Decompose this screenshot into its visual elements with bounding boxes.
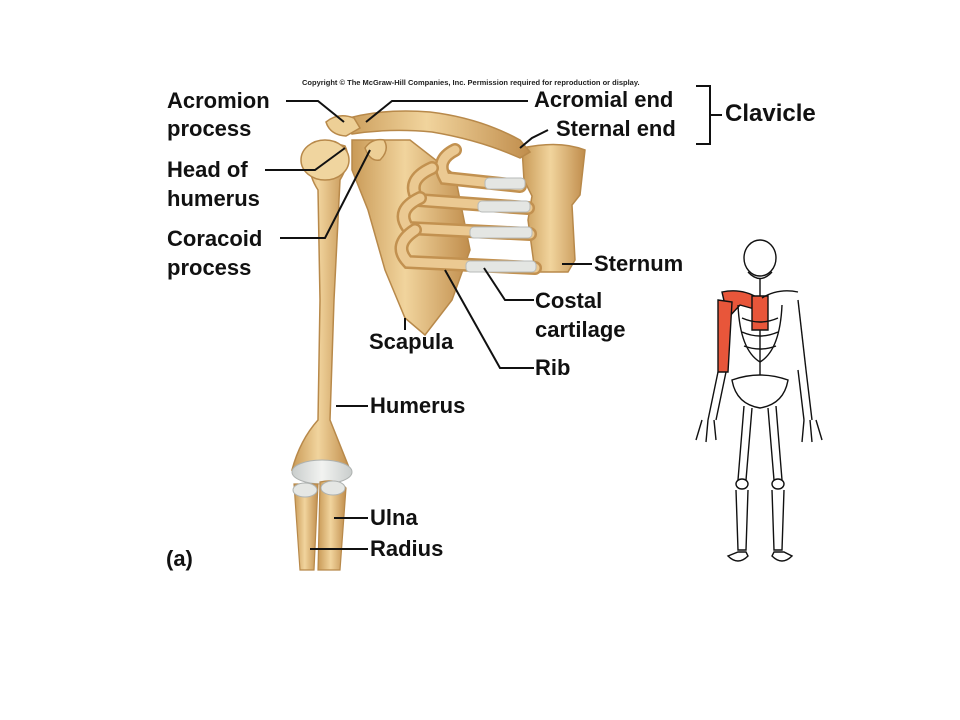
- label-acromial-end: Acromial end: [534, 87, 674, 112]
- costal-cartilage: [465, 177, 537, 273]
- panel-label: (a): [166, 546, 193, 571]
- label-costal-line2: cartilage: [535, 317, 626, 342]
- humerus-bone: [291, 143, 352, 471]
- label-coracoid-line2: process: [167, 255, 252, 280]
- label-sternal-end: Sternal end: [556, 116, 676, 141]
- label-radius: Radius: [370, 536, 444, 561]
- label-coracoid-line1: Coracoid: [167, 226, 263, 251]
- clavicle-bone: [340, 110, 532, 159]
- acromion-bone: [325, 115, 362, 137]
- ribs: [394, 143, 542, 275]
- label-clavicle: Clavicle: [725, 100, 816, 127]
- leader-lines: [265, 100, 592, 550]
- label-sternum: Sternum: [594, 251, 684, 276]
- label-head-line1: Head of: [167, 157, 248, 182]
- skeleton-figure: [695, 239, 823, 562]
- coracoid-bone: [364, 138, 387, 161]
- label-scapula: Scapula: [369, 329, 454, 354]
- label-humerus: Humerus: [370, 393, 466, 418]
- label-rib: Rib: [535, 355, 571, 380]
- label-acromion-line2: process: [167, 116, 252, 141]
- label-acromion-line1: Acromion: [167, 88, 270, 113]
- label-costal-line1: Costal: [535, 288, 603, 313]
- label-head-line2: humerus: [167, 186, 260, 211]
- clavicle-bracket: [696, 85, 722, 145]
- label-ulna: Ulna: [370, 505, 418, 530]
- humeral-head: [300, 139, 350, 181]
- copyright-notice: Copyright © The McGraw-Hill Companies, I…: [302, 77, 640, 87]
